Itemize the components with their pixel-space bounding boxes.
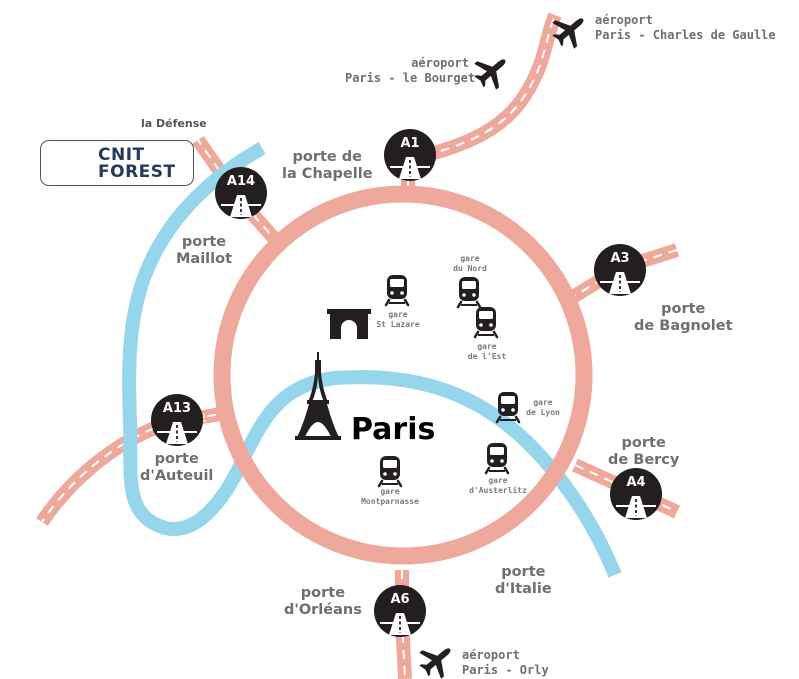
train-icon [484,441,510,475]
airplane-icon [468,47,516,95]
train-icon [456,275,482,309]
motorway-icon: A4 [609,467,663,521]
cnit-line-1: CNIT [98,145,145,165]
badge-a4: A4 [626,475,645,490]
train-icon [473,305,499,339]
badge-a3: A3 [610,251,629,266]
eiffel-tower-icon [295,352,341,440]
airplane-icon [413,636,461,679]
train-icon [377,454,403,488]
badge-a14: A14 [227,174,255,189]
badge-a1: A1 [400,136,419,151]
cnit-forest-box: CNIT FOREST [40,140,194,186]
badge-a13: A13 [163,401,191,416]
train-icon [384,273,410,307]
motorway-icon: A6 [373,584,427,638]
arc-de-triomphe-icon [327,309,371,339]
city-label: Paris [351,412,436,447]
cnit-forest-label: CNIT FOREST [98,147,176,181]
river-seine [122,141,622,578]
motorway-icon: A14 [214,166,268,220]
motorway-icon: A13 [150,393,204,447]
boulevard-peripherique [213,185,593,565]
cnit-line-2: FOREST [98,162,176,182]
defense-label: la Défense [141,117,207,130]
motorway-icon: A3 [593,243,647,297]
motorway-icon: A1 [383,128,437,182]
badge-a6: A6 [390,592,409,607]
